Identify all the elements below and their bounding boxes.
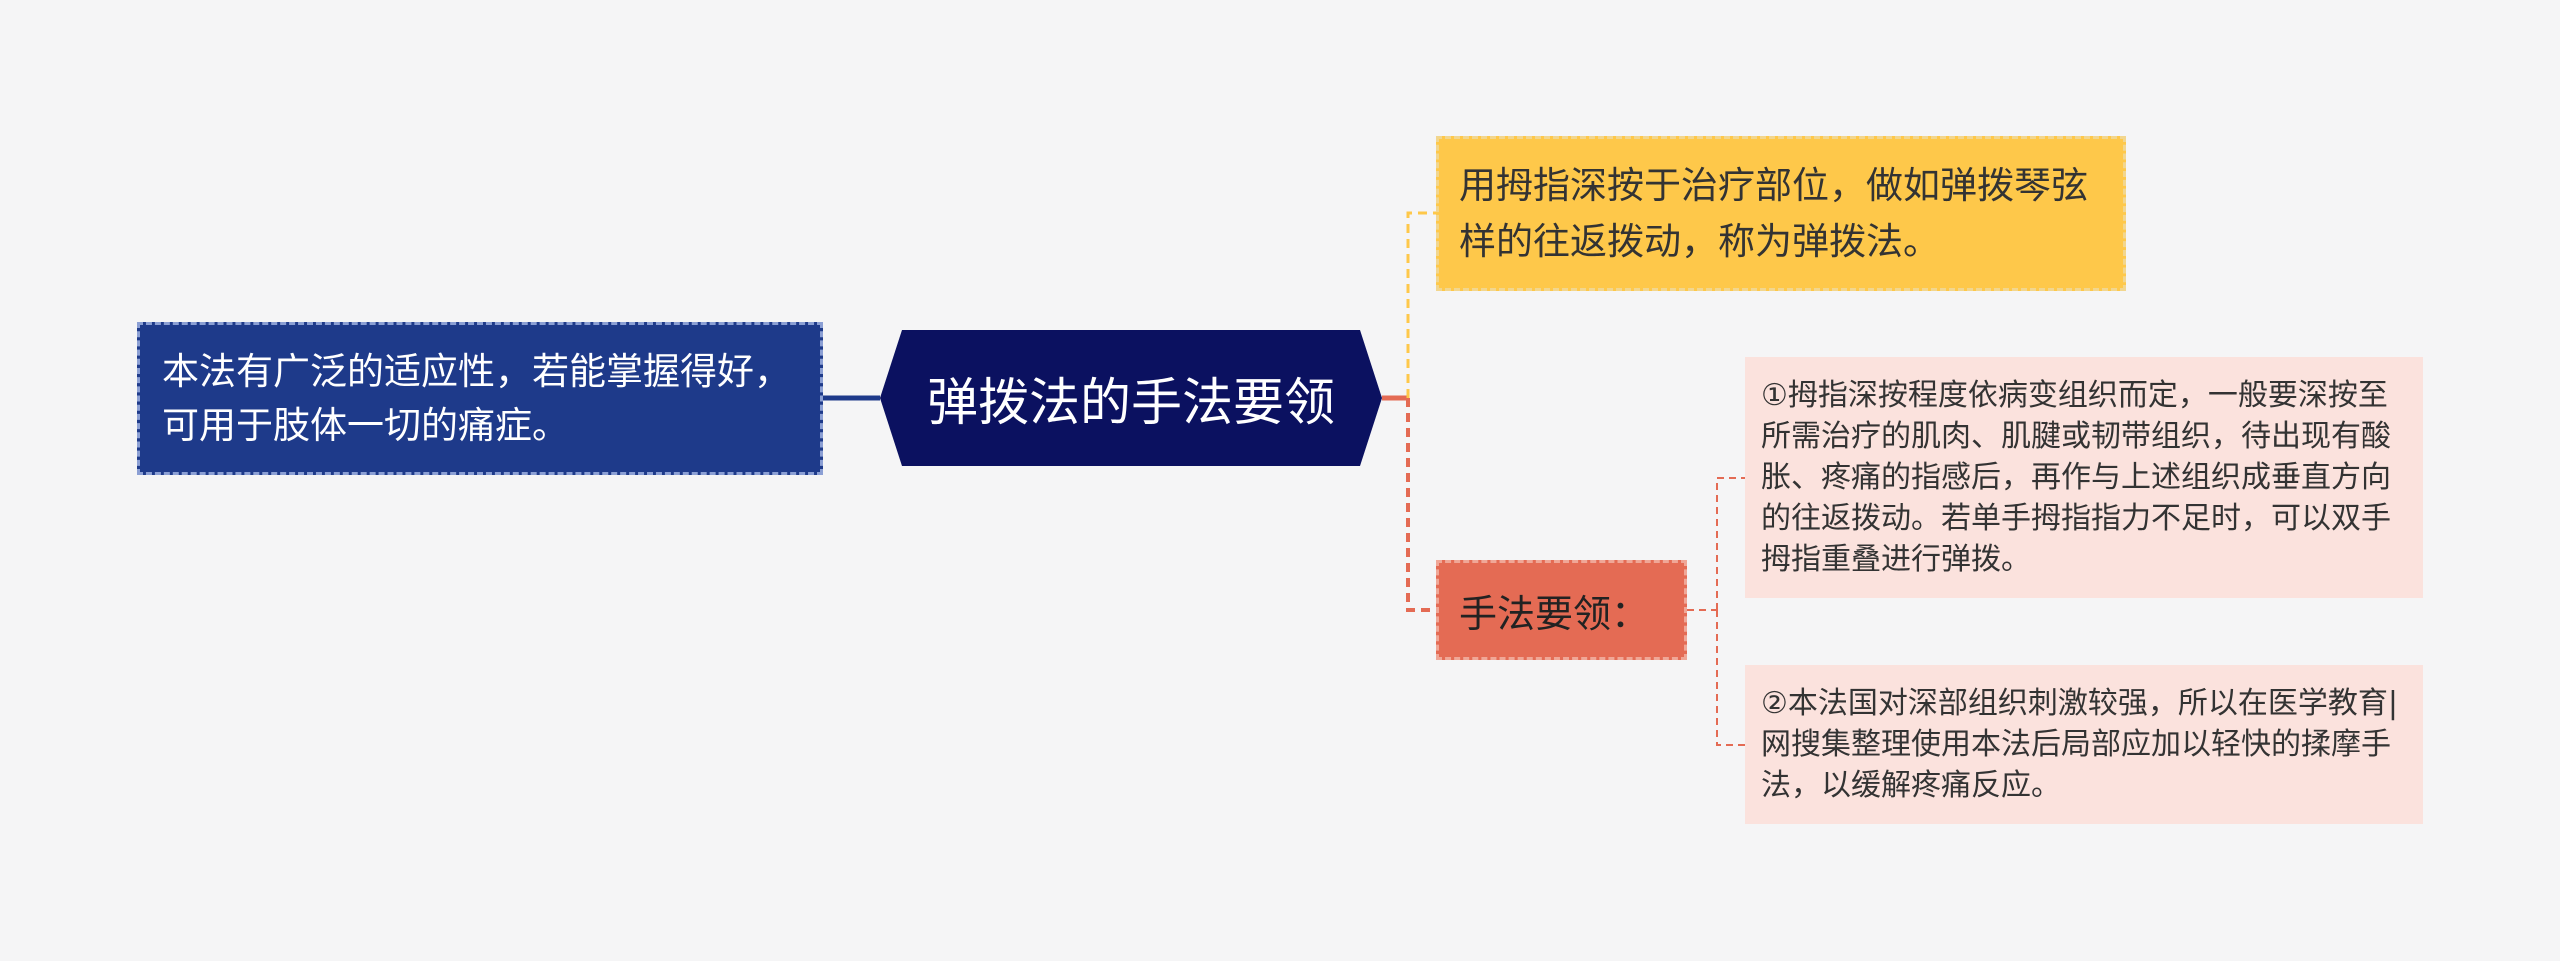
left-node[interactable]: 本法有广泛的适应性，若能掌握得好，可用于肢体一切的痛症。 — [137, 322, 823, 475]
central-topic-text: 弹拨法的手法要领 — [926, 374, 1335, 433]
connector-to-mid — [1406, 398, 1436, 612]
connector-to-detail-2 — [1716, 610, 1745, 746]
technique-points-node[interactable]: 手法要领： — [1436, 560, 1687, 660]
technique-detail-2[interactable]: ②本法国对深部组织刺激较强，所以在医学教育|网搜集整理使用本法后局部应加以轻快的… — [1745, 665, 2423, 824]
connector-to-top — [1406, 211, 1436, 398]
definition-node[interactable]: 用拇指深按于治疗部位，做如弹拨琴弦样的往返拨动，称为弹拨法。 — [1436, 136, 2126, 291]
technique-detail-2-text: ②本法国对深部组织刺激较强，所以在医学教育|网搜集整理使用本法后局部应加以轻快的… — [1761, 686, 2399, 803]
technique-detail-1-text: ①拇指深按程度依病变组织而定，一般要深按至所需治疗的肌肉、肌腱或韧带组织，待出现… — [1761, 378, 2391, 577]
left-node-text: 本法有广泛的适应性，若能掌握得好，可用于肢体一切的痛症。 — [162, 349, 791, 447]
definition-node-text: 用拇指深按于治疗部位，做如弹拨琴弦样的往返拨动，称为弹拨法。 — [1459, 163, 2088, 263]
technique-detail-1[interactable]: ①拇指深按程度依病变组织而定，一般要深按至所需治疗的肌肉、肌腱或韧带组织，待出现… — [1745, 357, 2423, 598]
technique-points-node-text: 手法要领： — [1459, 591, 1650, 636]
connector-to-detail-1 — [1716, 477, 1745, 610]
central-topic[interactable]: 弹拨法的手法要领 — [880, 330, 1382, 466]
